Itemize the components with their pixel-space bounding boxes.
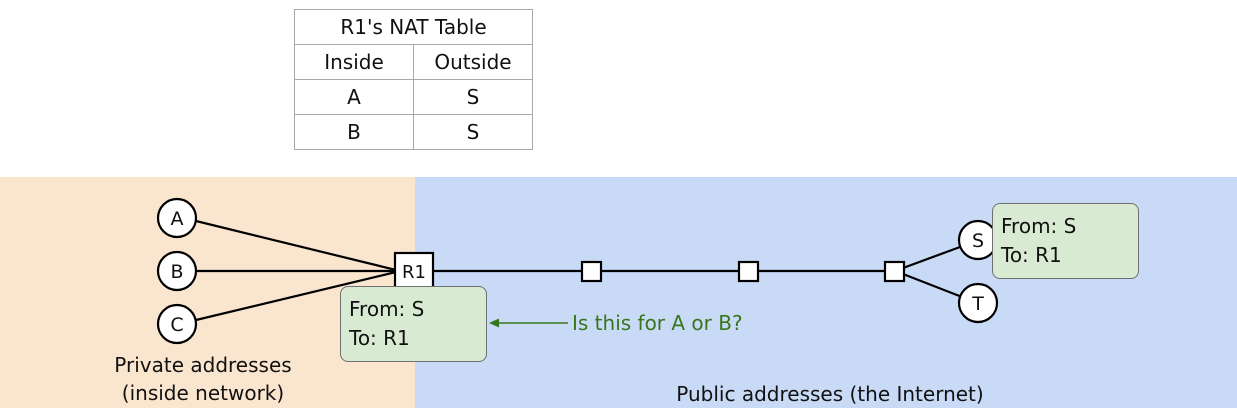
- host-a-label: A: [171, 208, 184, 230]
- nat-table-row: B S: [294, 114, 533, 150]
- packet-callout-r1: From: S To: R1: [340, 286, 487, 362]
- router-square: [883, 260, 906, 283]
- host-c-label: C: [170, 314, 183, 336]
- packet-to: To: R1: [1001, 243, 1062, 267]
- router-r1: R1: [393, 251, 435, 291]
- host-t-node: T: [957, 282, 999, 324]
- nat-table-cell-outside: S: [413, 114, 533, 150]
- private-region-label-line1: Private addresses: [114, 353, 292, 377]
- link-a-r1: [195, 219, 397, 272]
- packet-from: From: S: [349, 297, 425, 321]
- host-a-node: A: [156, 197, 198, 239]
- host-b-label: B: [170, 261, 183, 283]
- nat-table-cell-inside: B: [294, 114, 414, 150]
- link-router-s: [902, 245, 961, 270]
- packet-to: To: R1: [349, 326, 410, 350]
- nat-table: R1's NAT Table Inside Outside A S B S: [294, 9, 533, 150]
- router-square: [580, 260, 603, 283]
- public-region-label: Public addresses (the Internet): [676, 382, 984, 406]
- packet-from: From: S: [1001, 214, 1077, 238]
- host-b-node: B: [156, 250, 198, 292]
- nat-table-cell-inside: A: [294, 79, 414, 115]
- private-region-label-line2: (inside network): [121, 381, 285, 405]
- packet-callout-s: From: S To: R1: [992, 203, 1139, 279]
- question-text: Is this for A or B?: [572, 311, 743, 335]
- private-region-label: Private addresses (inside network): [93, 351, 313, 407]
- host-c-node: C: [156, 303, 198, 345]
- router-r1-label: R1: [402, 262, 426, 283]
- host-s-label: S: [972, 230, 984, 252]
- nat-table-header-inside: Inside: [294, 44, 414, 80]
- router-square: [737, 260, 760, 283]
- link-c-r1: [195, 270, 397, 322]
- nat-table-title: R1's NAT Table: [294, 9, 533, 45]
- arrowhead-icon: [489, 318, 499, 328]
- link-router-t: [902, 272, 963, 299]
- host-t-label: T: [971, 293, 984, 315]
